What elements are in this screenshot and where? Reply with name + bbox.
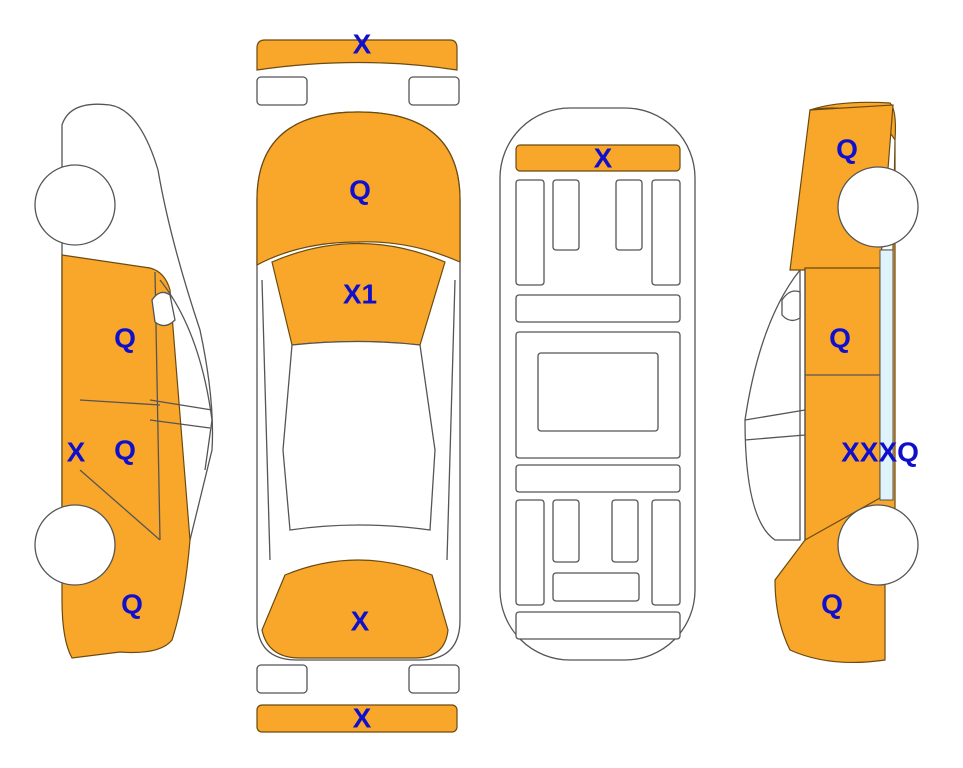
underbody-view: X (499, 107, 696, 661)
label-underbody-front: X (594, 142, 613, 173)
left-rear-wheel (34, 504, 116, 586)
left-front-wheel (34, 164, 116, 246)
front-bumper[interactable] (256, 39, 458, 71)
label-rear-bumper: X (353, 702, 372, 733)
label-left-sill: X (67, 436, 86, 467)
label-right-front-fender: Q (836, 133, 858, 164)
label-rear-window: X (351, 605, 370, 636)
right-front-wheel (837, 166, 919, 248)
label-left-front-door: Q (114, 322, 136, 353)
label-front-bumper: X (353, 28, 372, 59)
right-headlight (408, 76, 460, 106)
right-side-view: Q Q XXXQ Q (744, 101, 919, 664)
hood[interactable] (256, 111, 461, 267)
rear-window[interactable] (261, 559, 449, 659)
label-hood: Q (349, 174, 371, 205)
right-rear-wheel (837, 504, 919, 586)
label-left-rear-door: Q (114, 434, 136, 465)
right-taillight (408, 664, 460, 694)
underbody-front-panel[interactable] (515, 144, 681, 172)
left-side-view: Q Q X Q (34, 103, 214, 659)
label-right-rear-door: XXXQ (841, 436, 919, 467)
left-headlight (256, 76, 308, 106)
label-right-rear-quarter: Q (821, 588, 843, 619)
rear-bumper[interactable] (256, 704, 458, 733)
label-left-rear-quarter: Q (121, 588, 143, 619)
top-view: X Q X1 X X (256, 28, 461, 733)
label-windshield: X1 (343, 278, 377, 309)
label-right-front-door: Q (829, 322, 851, 353)
left-taillight (256, 664, 308, 694)
